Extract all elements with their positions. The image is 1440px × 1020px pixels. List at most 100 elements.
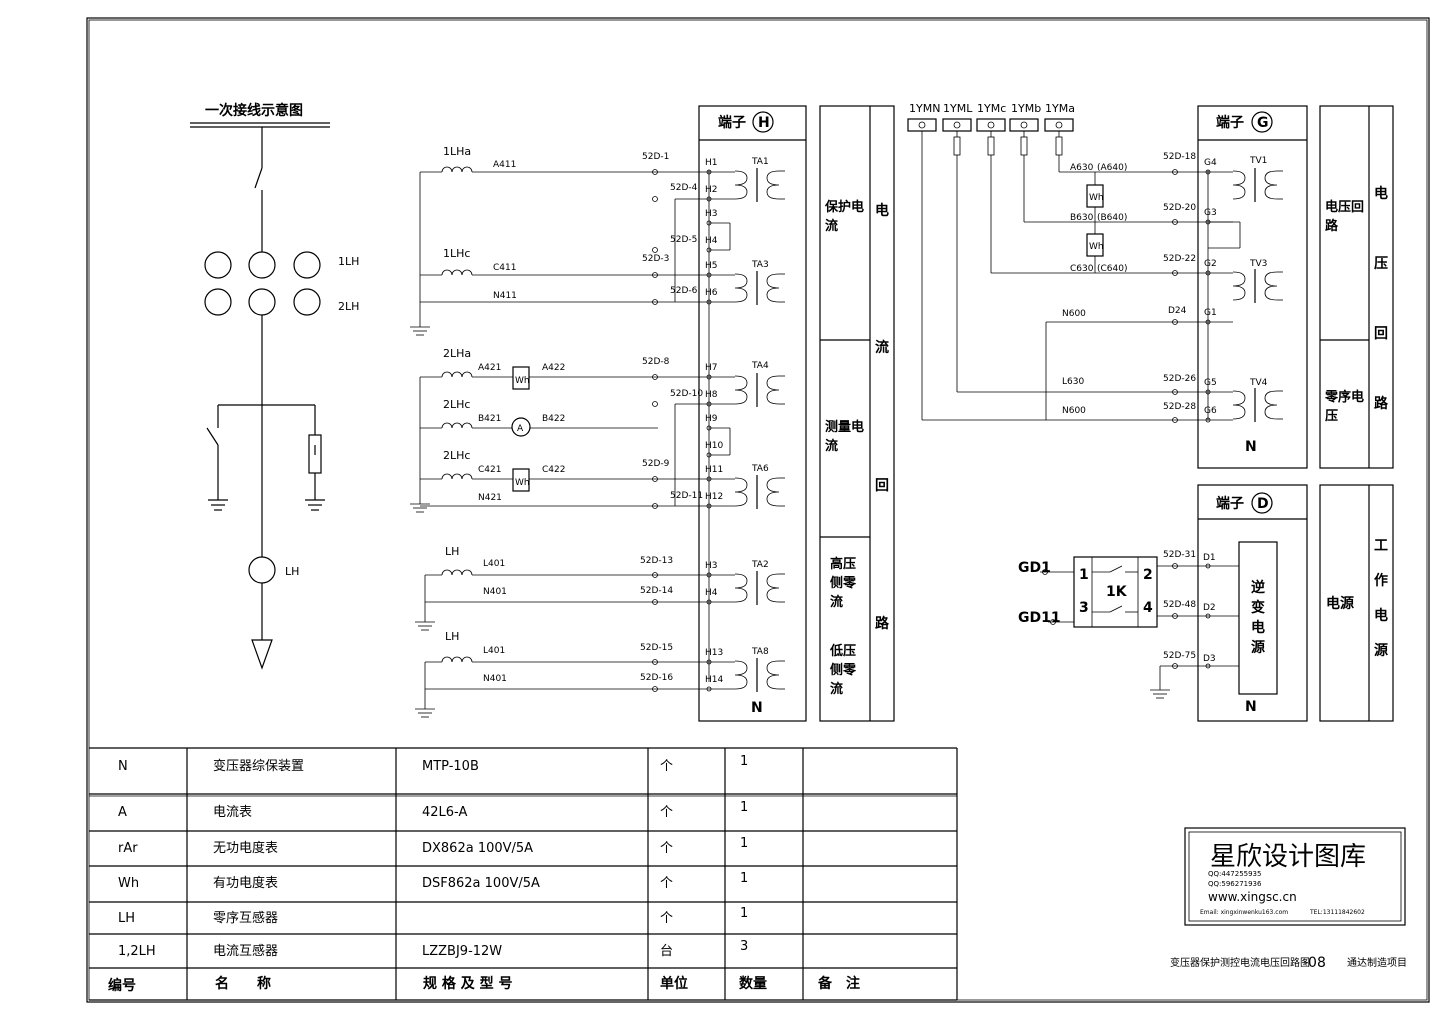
- coil-arc: [451, 371, 463, 378]
- input-gd1: GD1: [1018, 560, 1051, 576]
- table-cell: LZZBJ9-12W: [422, 944, 502, 959]
- fuse-mark: [652, 299, 658, 305]
- d-52d-4: 52D-4: [670, 183, 698, 193]
- winding: [734, 170, 748, 200]
- terminal-h5: H5: [705, 261, 718, 271]
- d-vert-2: 作: [1374, 572, 1388, 589]
- table-cell: DSF862a 100V/5A: [422, 876, 540, 891]
- ta1-label: TA1: [751, 157, 769, 167]
- wire-n401-lv: N401: [483, 674, 507, 684]
- coil-1lha: 1LHa: [443, 145, 471, 158]
- terminal-h8: H8: [705, 390, 718, 400]
- coil-lh-lv: LH: [445, 630, 459, 643]
- terminal-g5: G5: [1204, 378, 1217, 388]
- bus-tap: [1055, 121, 1063, 129]
- table-cell: Wh: [118, 876, 139, 891]
- table-cell: LH: [118, 911, 135, 926]
- stamp-qq1: QQ:447255935: [1208, 870, 1261, 878]
- table-cell: 1: [740, 836, 748, 851]
- coil-arc: [461, 656, 473, 663]
- bus-1ymn: 1YMN: [909, 102, 940, 115]
- inv-3: 电: [1251, 619, 1265, 636]
- wire-n401-hv: N401: [483, 587, 507, 597]
- wire: [1109, 605, 1123, 613]
- h-vert-2: 流: [875, 339, 889, 356]
- ta6-label: TA6: [751, 464, 769, 474]
- stamp-email: Email: xingxinwenku163.com: [1200, 909, 1288, 916]
- d-52d-13: 52D-13: [640, 556, 673, 566]
- table-cell: 个: [660, 876, 673, 891]
- coil-arc: [441, 166, 453, 173]
- g-vert-4: 路: [1374, 395, 1389, 412]
- th-name: 名 称: [215, 975, 271, 992]
- th-code: 编号: [108, 977, 136, 994]
- th-qty: 数量: [739, 975, 767, 992]
- fuse-mark: [652, 401, 658, 407]
- d-vert-1: 工: [1374, 538, 1388, 554]
- g-vert-2: 压: [1374, 256, 1388, 272]
- d-52d-31: 52D-31: [1163, 550, 1196, 560]
- table-cell: 3: [740, 939, 748, 954]
- inv-4: 源: [1251, 639, 1265, 656]
- winding: [766, 170, 780, 200]
- fuse-mark: [1172, 613, 1178, 619]
- h-letter: H: [758, 115, 770, 131]
- terminal-h10: H10: [705, 441, 723, 451]
- meter-g-wh-1: Wh: [1089, 193, 1104, 203]
- d-vert-3: 电: [1374, 607, 1388, 624]
- terminal-h4: H4: [705, 236, 718, 246]
- drawing-title: 变压器保护测控电流电压回路图: [1170, 956, 1310, 969]
- wire-c630: C630: [1070, 264, 1094, 274]
- winding: [1264, 170, 1278, 200]
- power-circuit: 端子 D N D1 D2 D3 逆 变 电 源 电源 工 作 电 源 GD1 G…: [1018, 484, 1394, 722]
- g-vert-3: 回: [1374, 326, 1388, 342]
- table-cell: 有功电度表: [213, 875, 278, 891]
- h-bottom: N: [751, 700, 763, 716]
- wire-c640: (C640): [1097, 264, 1128, 274]
- coil-lh-hv: LH: [445, 545, 459, 558]
- table-cell: 1,2LH: [118, 944, 156, 959]
- d-52d-10: 52D-10: [670, 389, 703, 399]
- table-cell: 电流表: [213, 805, 252, 820]
- table-cell: A: [118, 805, 127, 820]
- inv-1: 逆: [1251, 579, 1265, 596]
- wire-b421: B421: [478, 414, 501, 424]
- winding: [766, 660, 780, 690]
- current-circuit: 端子 H N H1H2H3H4H5H6H7H8H9H10H11H12H3H4H1…: [410, 105, 895, 722]
- winding: [734, 660, 748, 690]
- terminal-gd11: [1050, 619, 1056, 625]
- fuse-mark: [1172, 270, 1178, 276]
- table-cell: 电流互感器: [213, 943, 278, 959]
- terminal-h12: H12: [705, 492, 723, 502]
- ta2-label: TA2: [751, 560, 769, 570]
- d-52d-20: 52D-20: [1163, 203, 1196, 213]
- table-cell: 个: [660, 911, 673, 926]
- wire-a411: A411: [493, 160, 516, 170]
- fuse-mark: [652, 247, 658, 253]
- meter-g-wh-2: Wh: [1089, 242, 1104, 252]
- wire-c411: C411: [493, 263, 516, 273]
- h-header: 端子: [718, 114, 746, 131]
- table-cell: 变压器综保装置: [213, 758, 304, 774]
- table-cell: DX862a 100V/5A: [422, 841, 533, 856]
- winding: [734, 477, 748, 507]
- wire-l630: L630: [1062, 377, 1084, 387]
- wire-n600: N600: [1062, 309, 1086, 319]
- ta4-label: TA4: [751, 361, 769, 371]
- wire-b630: B630: [1070, 213, 1094, 223]
- d-vert-4: 源: [1374, 642, 1388, 659]
- h-vert-1: 电: [875, 202, 889, 219]
- fuse: [953, 136, 961, 156]
- terminal-h4: H4: [705, 588, 718, 598]
- terminal-h9: H9: [705, 414, 718, 424]
- th-unit: 单位: [660, 975, 688, 992]
- bus-1ymc: 1YMc: [977, 102, 1006, 115]
- group-protect-current: 保护电流: [825, 200, 865, 234]
- group-measure-current: 测量电流: [825, 420, 865, 454]
- d-bottom: N: [1245, 699, 1257, 715]
- d-52d-14: 52D-14: [640, 586, 673, 596]
- coil-2lhc: 2LHc: [443, 449, 470, 462]
- term-d2: D2: [1203, 603, 1216, 613]
